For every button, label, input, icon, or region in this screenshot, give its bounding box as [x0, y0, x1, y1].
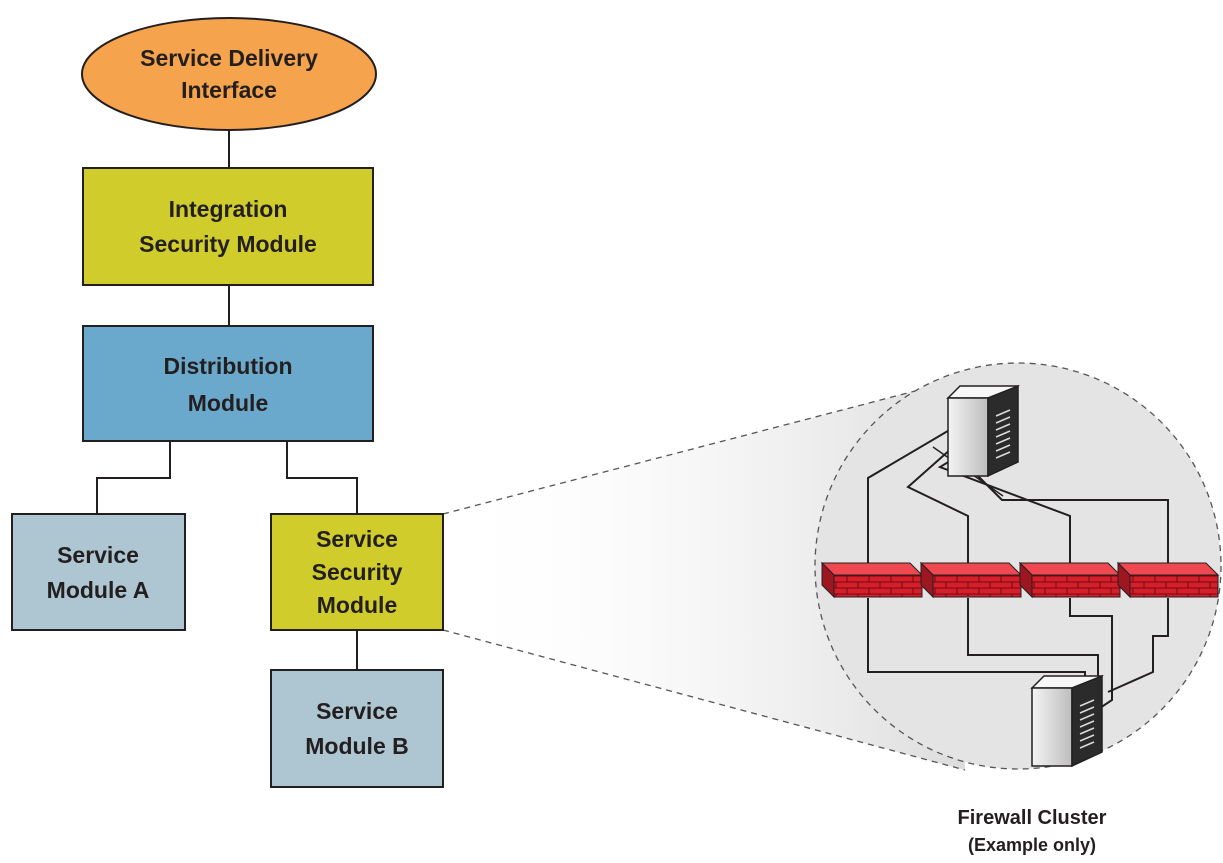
integration-security-module-label-2: Security Module: [139, 231, 317, 257]
service-module-b: Service Module B: [270, 669, 444, 788]
firewall-cluster-subcaption: (Example only): [968, 835, 1096, 855]
service-security-module-label-2: Security: [312, 559, 403, 585]
distribution-module-label-1: Distribution: [163, 353, 292, 379]
integration-security-module-label-1: Integration: [169, 196, 288, 222]
service-delivery-interface-label-1: Service Delivery: [140, 45, 318, 71]
service-module-a-label-2: Module A: [47, 577, 150, 603]
firewall-row: [820, 561, 1220, 599]
service-security-module-label-3: Module: [317, 592, 398, 618]
firewall-brick-icon: [919, 561, 1023, 599]
service-security-module: Service Security Module: [270, 513, 444, 631]
firewall-cluster-caption: Firewall Cluster: [958, 807, 1107, 829]
distribution-module-label-2: Module: [188, 390, 269, 416]
service-security-module-label-1: Service: [316, 526, 398, 552]
service-module-b-label-1: Service: [316, 698, 398, 724]
firewall-brick-icon: [1116, 561, 1220, 599]
integration-security-module: Integration Security Module: [82, 167, 374, 286]
firewall-cluster-circle: [814, 362, 1222, 770]
connector-distribution-to-security: [286, 441, 358, 514]
server-icon: [946, 384, 1020, 478]
firewall-brick-icon: [820, 561, 924, 599]
service-module-b-label-2: Module B: [305, 733, 409, 759]
server-icon: [1030, 674, 1104, 768]
firewall-brick-icon: [1018, 561, 1122, 599]
service-module-a: Service Module A: [11, 513, 186, 631]
connectors: [96, 130, 358, 670]
service-module-a-label-1: Service: [57, 542, 139, 568]
service-delivery-interface-label-2: Interface: [181, 77, 277, 103]
zoom-cone: [442, 377, 966, 771]
connector-distribution-to-module-a: [96, 441, 171, 514]
service-delivery-interface: Service Delivery Interface: [81, 17, 377, 131]
distribution-module: Distribution Module: [82, 325, 374, 442]
